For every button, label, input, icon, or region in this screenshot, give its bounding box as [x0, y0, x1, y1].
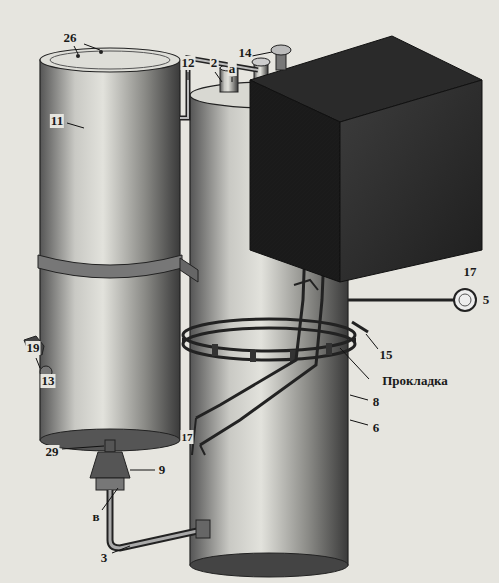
callout-number: 9 [158, 463, 167, 477]
washer-body [24, 48, 198, 451]
generator-body [183, 58, 355, 577]
callout-number: 29 [45, 445, 60, 459]
callout-number: 8 [372, 395, 381, 409]
callout-number: 19 [26, 341, 41, 355]
callout-number: Прокладка [381, 374, 449, 388]
callout-number: 6 [372, 421, 381, 435]
callout-number: 3 [100, 551, 109, 565]
leader-lines [36, 44, 378, 553]
callout-number: 17 [463, 265, 478, 279]
bottom-pipe [90, 440, 210, 548]
callout-number: 5 [482, 293, 491, 307]
callout-number: 13 [41, 374, 56, 388]
callout-number: 11 [50, 114, 64, 128]
callout-number: a [228, 62, 237, 76]
callout-number: 2 [210, 56, 219, 70]
callout-number: в [91, 510, 100, 524]
callout-number: 14 [238, 46, 253, 60]
callout-number: 17 [181, 430, 194, 444]
callout-number: 15 [379, 348, 394, 362]
callout-number: 26 [63, 31, 78, 45]
carbide-box [250, 36, 482, 282]
callout-number: 12 [181, 56, 196, 70]
